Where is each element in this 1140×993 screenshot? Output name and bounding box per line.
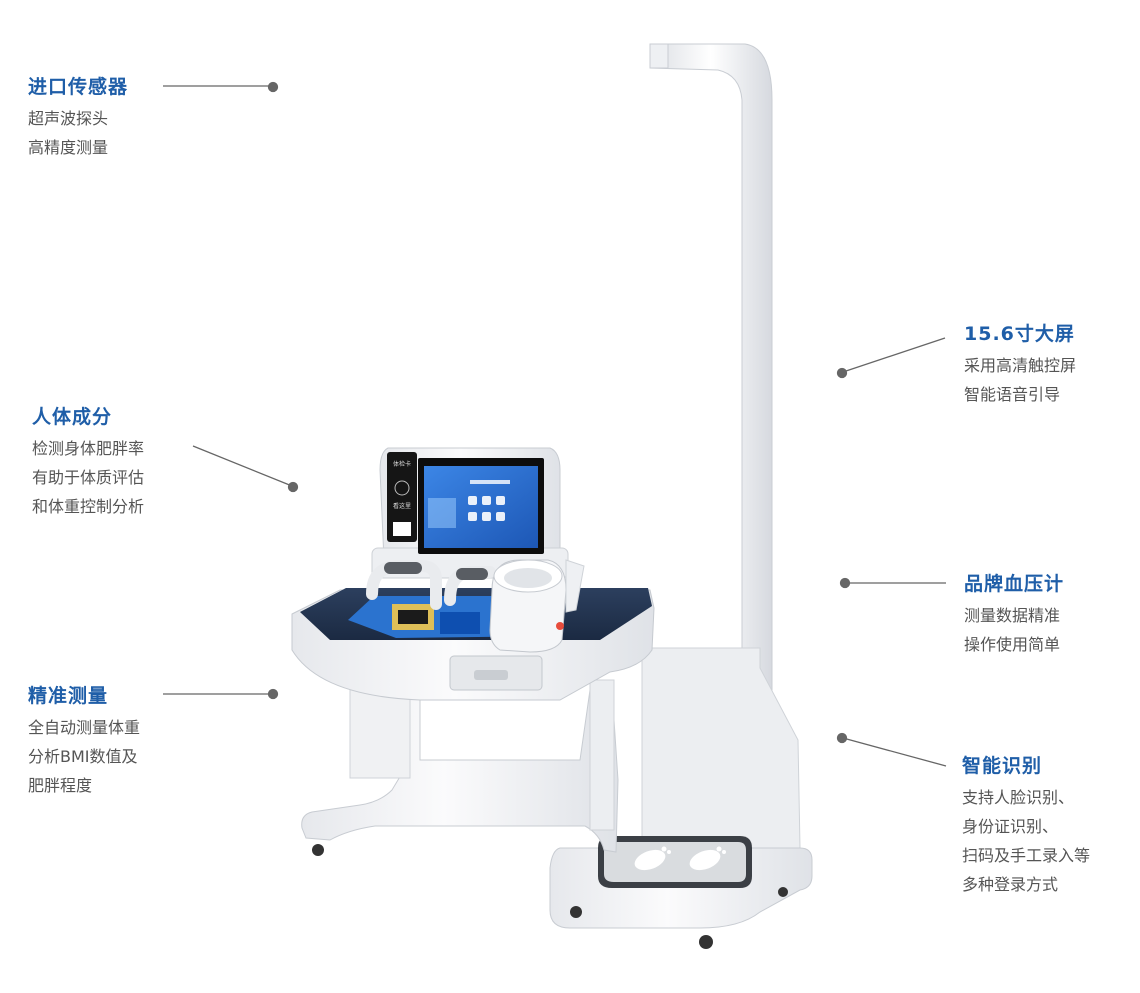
leader-dot-screen [836,367,848,379]
leader-line-screen [842,337,946,373]
callout-title: 人体成分 [32,406,113,428]
callout-line: 多种登录方式 [962,875,1059,894]
leader-dot-body [287,481,299,493]
leader-dot-measure [267,688,279,700]
callout-line: 身份证识别、 [962,817,1059,836]
callout-line: 高精度测量 [28,138,109,157]
callout-ultrasonic-sensor: 进口传感器 超声波探头 高精度测量 [28,74,128,162]
leader-line-id [842,737,947,767]
leader-line-body [192,445,293,487]
callout-title: 智能识别 [962,755,1043,777]
callout-line: 全自动测量体重 [28,718,141,737]
callout-title: 15.6寸大屏 [964,323,1075,345]
callout-line: 操作使用简单 [964,635,1061,654]
callout-smart-identification: 智能识别 支持人脸识别、 身份证识别、 扫码及手工录入等 多种登录方式 [962,753,1090,899]
body-composition-handles [366,560,496,610]
leader-lines [163,81,947,767]
callout-line: 测量数据精准 [964,606,1061,625]
callout-line: 检测身体肥胖率 [32,439,145,458]
callout-line: 和体重控制分析 [32,497,145,516]
callout-title: 精准测量 [28,685,109,707]
desk [291,588,655,856]
callout-line: 有助于体质评估 [32,468,145,487]
side-panel-text-2: 看这里 [393,502,411,510]
footprints-icon [634,846,726,871]
callout-title: 进口传感器 [28,76,129,98]
blood-pressure-monitor [489,559,585,653]
callout-line: 扫码及手工录入等 [962,846,1091,865]
scale-base [549,647,813,949]
callout-large-screen: 15.6寸大屏 采用高清触控屏 智能语音引导 [964,321,1076,409]
callout-precise-measurement: 精准测量 全自动测量体重 分析BMI数值及 肥胖程度 [28,683,140,800]
leader-dot-sensor [267,81,279,93]
callout-line: 智能语音引导 [964,385,1061,404]
side-panel-text-1: 体检卡 [393,460,411,468]
callout-line: 分析BMI数值及 [28,747,138,766]
callout-title: 品牌血压计 [964,573,1065,595]
callout-blood-pressure: 品牌血压计 测量数据精准 操作使用简单 [964,571,1064,659]
callout-line: 超声波探头 [28,109,109,128]
callout-line: 采用高清触控屏 [964,356,1077,375]
callout-body-composition: 人体成分 检测身体肥胖率 有助于体质评估 和体重控制分析 [32,404,144,521]
leader-dot-bp [839,577,851,589]
touch-monitor: 体检卡 看这里 [371,447,569,579]
callout-line: 支持人脸识别、 [962,788,1075,807]
callout-line: 肥胖程度 [28,776,93,795]
leader-dot-id [836,732,848,744]
